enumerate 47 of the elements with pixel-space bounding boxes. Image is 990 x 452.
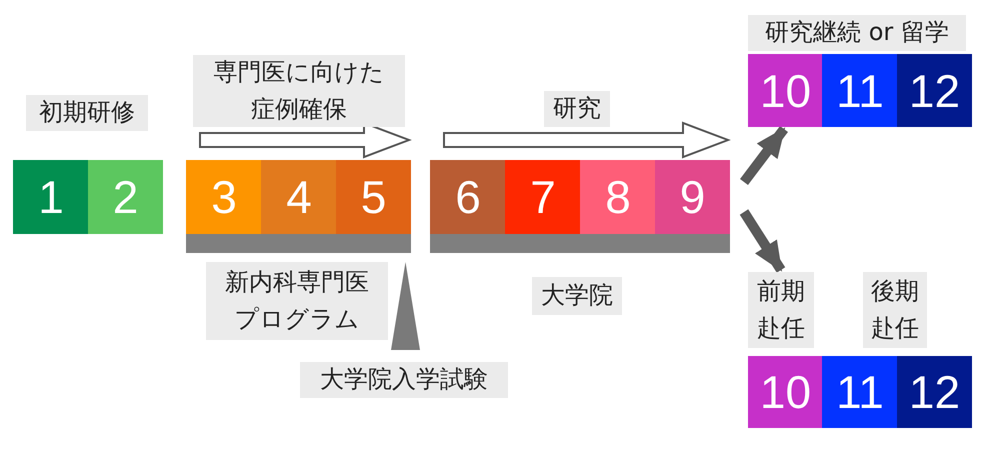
label-text: 研究 [553, 93, 601, 124]
label-text: 後期赴任 [870, 276, 920, 344]
year-cell [186, 160, 262, 234]
label-text: 前期赴任 [756, 276, 806, 344]
year-number: 9 [680, 170, 706, 224]
label-text: 新内科専門医プログラム [224, 266, 370, 335]
label-text: 研究継続 or 留学 [765, 17, 949, 48]
label-text: 大学院入学試験 [320, 364, 488, 396]
year-number: 5 [360, 170, 386, 224]
pointer-triangle [391, 262, 420, 350]
year-number: 7 [530, 170, 556, 224]
year-cell [13, 160, 89, 234]
year-cell [261, 160, 337, 234]
block-arrow [443, 122, 731, 158]
year-cell [505, 160, 581, 234]
label-text: 専門医に向けた症例確保 [212, 56, 386, 125]
year-number: 10 [760, 365, 812, 419]
year-number: 8 [605, 170, 631, 224]
year-number: 12 [908, 365, 960, 419]
stage-label [193, 55, 405, 127]
year-cell [897, 54, 972, 127]
label-text: 大学院 [541, 280, 613, 312]
year-cell [822, 54, 898, 127]
stage-label [748, 272, 814, 348]
year-cell [580, 160, 656, 234]
arrow [740, 126, 788, 186]
year-cell [822, 356, 898, 428]
year-number: 1 [38, 170, 64, 224]
year-number: 11 [836, 64, 884, 118]
label-text: 初期研修 [39, 97, 135, 128]
year-cell [748, 54, 823, 127]
year-cell [748, 356, 823, 428]
year-number: 10 [760, 64, 812, 118]
year-number: 4 [286, 170, 312, 224]
arrow [740, 209, 786, 273]
bar-shape [186, 234, 411, 253]
year-cell [655, 160, 730, 234]
year-cell [336, 160, 411, 234]
year-number: 3 [211, 170, 237, 224]
year-number: 11 [836, 365, 884, 419]
year-cell [88, 160, 163, 234]
year-number: 6 [455, 170, 481, 224]
year-number: 12 [908, 64, 960, 118]
year-cell [897, 356, 972, 428]
bar-shape [430, 234, 730, 253]
year-cell [430, 160, 506, 234]
year-number: 2 [112, 170, 138, 224]
